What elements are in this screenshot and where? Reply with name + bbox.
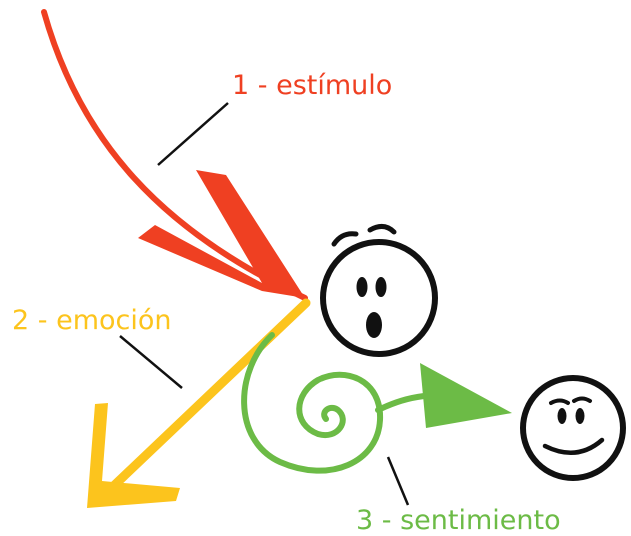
smiling-face-eye-left xyxy=(557,408,567,424)
green-spiral-arrow-icon xyxy=(241,332,512,474)
green-spiral xyxy=(241,332,427,474)
smiling-face-brow-right xyxy=(572,396,592,403)
smiling-face-icon xyxy=(520,375,626,481)
surprised-face-brow-right xyxy=(367,224,397,235)
surprised-face-eye-left xyxy=(356,277,368,297)
stimulus-label: 1 - estímulo xyxy=(232,70,393,101)
surprised-face-brow-left xyxy=(331,231,359,247)
red-curved-arrow-icon xyxy=(41,9,308,301)
surprised-face-icon xyxy=(320,224,438,357)
red-arrow-shaft xyxy=(41,9,308,301)
surprised-face-outline xyxy=(320,239,438,357)
smiling-face-mouth xyxy=(542,437,605,455)
red-arrow-head xyxy=(138,170,305,298)
emotion-leader-line xyxy=(119,335,183,389)
smiling-face-brow-left xyxy=(549,398,570,405)
yellow-arrow-head xyxy=(87,403,180,508)
feeling-label: 3 - sentimiento xyxy=(356,505,561,536)
surprised-face-mouth xyxy=(366,312,382,338)
feeling-leader-line xyxy=(386,456,410,506)
emotion-label: 2 - emoción xyxy=(12,305,172,336)
green-arrow-head xyxy=(420,363,512,428)
smiling-face-outline xyxy=(520,375,626,481)
surprised-face-eye-right xyxy=(375,277,387,297)
smiling-face-eye-right xyxy=(575,408,585,424)
stimulus-leader-line xyxy=(157,102,229,166)
